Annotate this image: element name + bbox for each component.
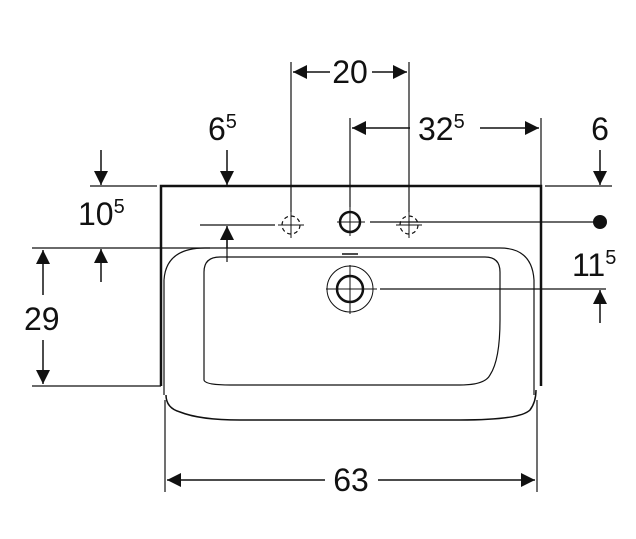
tap-hole-left-icon — [278, 212, 304, 238]
dim-label-width: 63 — [333, 462, 369, 498]
reference-dot-icon — [593, 215, 607, 229]
dim-label-back-depth: 105 — [78, 196, 125, 232]
dim-label-right-offset: 6 — [591, 111, 609, 147]
extension-lines — [32, 62, 612, 492]
tap-hole-center-icon — [337, 207, 365, 236]
dim-label-bowl-depth: 29 — [24, 301, 60, 337]
dimension-lines — [36, 65, 607, 487]
tap-hole-right-icon — [396, 212, 422, 238]
dim-label-left-offset: 65 — [208, 111, 237, 147]
dim-label-tap-spacing: 20 — [332, 54, 368, 90]
overflow-drain-icon — [326, 265, 377, 314]
dim-label-drain-offset: 115 — [572, 247, 616, 283]
dim-label-hole-to-edge: 325 — [418, 111, 465, 147]
